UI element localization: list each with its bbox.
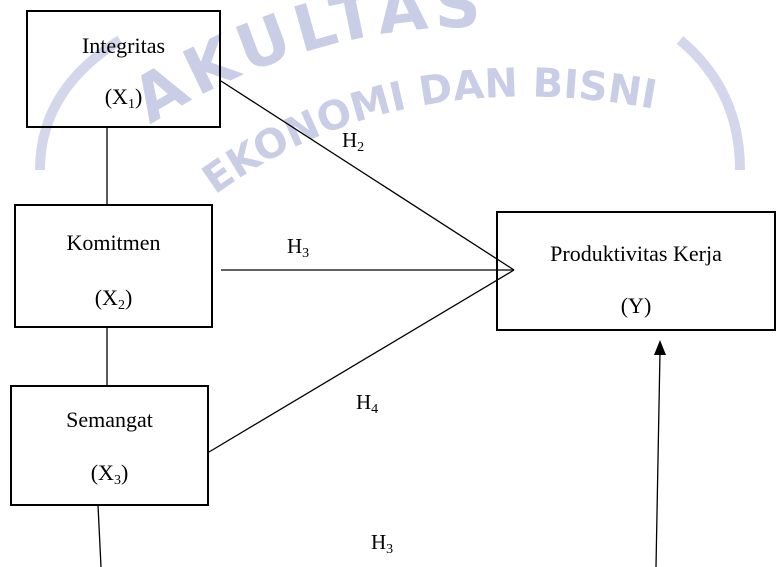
- hypothesis-h3-bottom-label: H3: [371, 532, 393, 557]
- h3b-sub: 3: [386, 542, 394, 557]
- symbol-x2-sub: 2: [117, 298, 125, 313]
- h3b-letter: H: [371, 530, 387, 554]
- symbol-x1: (X1): [104, 84, 143, 112]
- h4-letter: H: [356, 390, 372, 414]
- label-produktivitas-kerja: Produktivitas Kerja: [550, 241, 722, 266]
- label-integritas: Integritas: [81, 33, 166, 58]
- watermark-arc-right: [676, 36, 745, 171]
- h4-sub: 4: [371, 402, 379, 417]
- symbol-x3-letter: X: [98, 460, 114, 485]
- symbol-y-letter: Y: [628, 293, 644, 318]
- symbol-x3: (X3): [90, 460, 129, 488]
- line-x3-down: [97, 504, 102, 567]
- line-to-y: [655, 351, 661, 567]
- h3-letter: H: [287, 234, 303, 258]
- h3-sub: 3: [302, 246, 310, 261]
- symbol-x2-letter: X: [102, 285, 118, 310]
- hypothesis-h4-label: H4: [356, 392, 378, 417]
- hypothesis-h2-label: H2: [342, 130, 364, 155]
- path-h4: [208, 269, 515, 453]
- box-komitmen: [14, 204, 213, 328]
- label-komitmen: Komitmen: [66, 230, 161, 255]
- symbol-y: (Y): [620, 293, 652, 318]
- symbol-x1-letter: X: [112, 84, 128, 109]
- watermark-arc-left: [35, 35, 123, 171]
- path-h2: [220, 80, 515, 271]
- symbol-x3-sub: 3: [113, 473, 121, 488]
- hypothesis-h3-label: H3: [287, 236, 309, 261]
- arrowhead-to-y: [654, 340, 666, 355]
- h2-letter: H: [342, 128, 358, 152]
- box-produktivitas-kerja: [496, 211, 776, 331]
- box-integritas: [26, 10, 221, 128]
- symbol-x1-sub: 1: [127, 97, 135, 112]
- box-semangat: [10, 385, 209, 506]
- h2-sub: 2: [357, 140, 365, 155]
- symbol-x2: (X2): [94, 285, 133, 313]
- label-semangat: Semangat: [66, 407, 153, 432]
